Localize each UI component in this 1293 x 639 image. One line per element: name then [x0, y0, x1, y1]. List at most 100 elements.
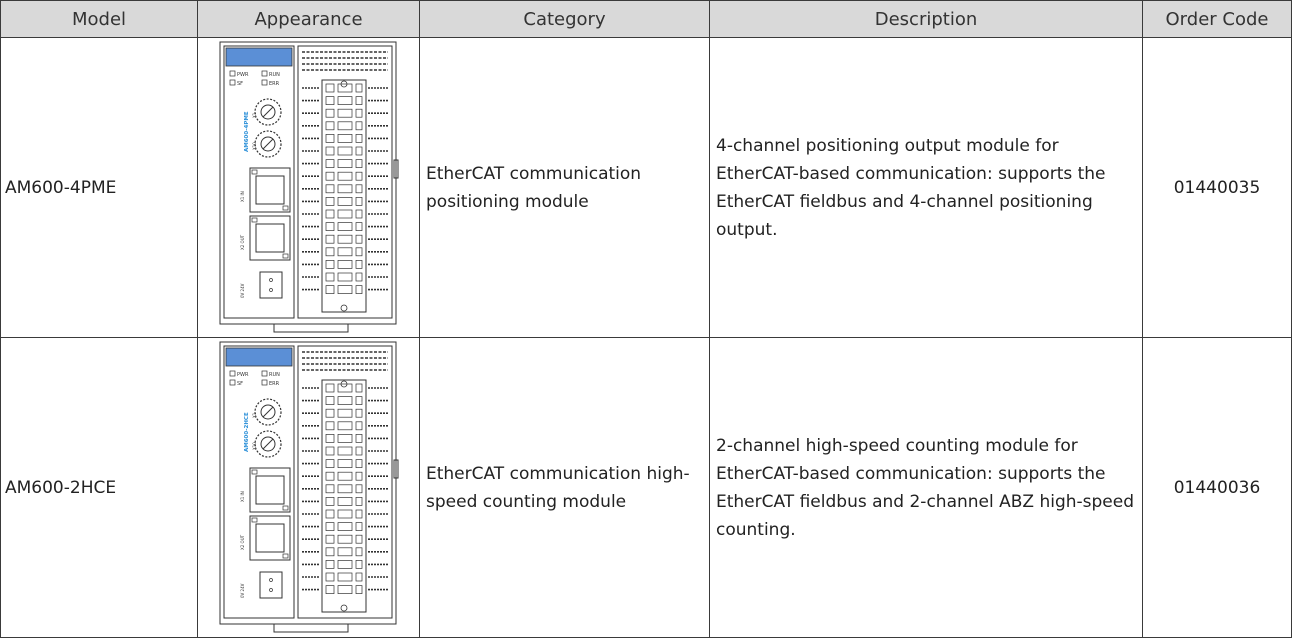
terminal-clamp: [337, 222, 352, 231]
rotary-arrow: [262, 106, 273, 118]
switch-label-x10: X10: [252, 442, 257, 450]
terminal-clamp: [337, 184, 352, 194]
terminal-clamp: [337, 497, 352, 506]
terminal-clamp: [337, 446, 352, 456]
terminal-screw: [325, 560, 334, 569]
module-foot: [273, 623, 348, 633]
terminal-screw: [355, 83, 362, 93]
terminal-screw: [355, 446, 362, 456]
model-cell: AM600-2HCE: [0, 337, 198, 638]
terminal-screw: [325, 171, 334, 181]
terminal-screw: [355, 497, 362, 506]
ethernet-jack: [255, 475, 284, 505]
terminal-screw: [355, 408, 362, 418]
ethernet-jack: [255, 523, 284, 553]
port-label: X2 OUT: [240, 534, 245, 550]
power-connector: [259, 271, 282, 299]
terminal-screw: [355, 534, 362, 544]
led-label: SF: [237, 381, 243, 387]
terminal-screw: [325, 522, 334, 531]
terminal-screw: [325, 260, 334, 269]
terminal-screw: [325, 285, 334, 294]
terminal-mount-hole: [340, 304, 347, 312]
switch-label-x10: X10: [252, 142, 257, 150]
rotary-switch: [253, 398, 282, 426]
power-pin: [268, 588, 273, 592]
rotary-knob: [260, 404, 275, 420]
rotary-switch: [253, 430, 282, 458]
terminal-screw: [355, 471, 362, 481]
terminal-screw: [355, 560, 362, 569]
terminal-screw: [325, 459, 334, 468]
ethernet-jack: [255, 223, 284, 253]
terminal-screw: [325, 585, 334, 594]
port-led: [251, 169, 257, 175]
terminal-screw: [325, 146, 334, 156]
terminal-screw: [355, 585, 362, 594]
rotary-switch: [253, 98, 282, 126]
led-indicator: [261, 370, 267, 377]
terminal-clamp: [337, 522, 352, 531]
led-indicator: [229, 379, 235, 386]
switch-label-x1: X1: [252, 112, 257, 118]
order-code-cell: 01440035: [1142, 37, 1292, 338]
led-label: PWR: [237, 372, 249, 378]
port-led: [251, 469, 257, 475]
terminal-screw: [355, 484, 362, 494]
terminal-screw: [355, 383, 362, 393]
module-brand-text: AM600-4PME: [244, 111, 250, 152]
label-window: [225, 47, 292, 67]
terminal-screw: [325, 408, 334, 418]
ethernet-port: [249, 515, 290, 561]
rotary-arrow: [262, 406, 273, 418]
header-appearance: Appearance: [197, 0, 420, 38]
terminal-clamp: [337, 260, 352, 269]
ethernet-port: [249, 215, 290, 261]
terminal-clamp: [337, 146, 352, 156]
power-pin: [268, 278, 273, 282]
terminal-screw: [355, 509, 362, 519]
module-foot: [273, 323, 348, 333]
port-led: [251, 217, 257, 223]
description-cell: 4-channel positioning output module for …: [709, 37, 1143, 338]
terminal-block: [321, 379, 366, 613]
terminal-screw: [325, 247, 334, 257]
port-label: X1 IN: [240, 191, 245, 202]
terminal-screw: [325, 197, 334, 206]
terminal-screw: [355, 146, 362, 156]
label-window: [225, 347, 292, 367]
terminal-screw: [325, 547, 334, 557]
terminal-panel: [297, 45, 392, 319]
led-indicator: [261, 79, 267, 86]
terminal-clamp: [337, 171, 352, 181]
terminal-clamp: [337, 121, 352, 131]
port-label: X1 IN: [240, 491, 245, 502]
module-brand-text: AM600-2HCE: [244, 412, 250, 452]
led-indicator: [229, 79, 235, 86]
terminal-screw: [325, 134, 334, 143]
terminal-clamp: [337, 547, 352, 557]
terminal-clamp: [337, 83, 352, 93]
terminal-clamp: [337, 383, 352, 393]
terminal-screw: [355, 260, 362, 269]
terminal-clamp: [337, 408, 352, 418]
rotary-knob: [260, 104, 275, 120]
terminal-mount-hole: [340, 380, 347, 388]
terminal-screw: [355, 209, 362, 219]
power-label: 0V 24V: [240, 583, 245, 598]
terminal-clamp: [337, 396, 352, 405]
category-cell: EtherCAT communication positioning modul…: [419, 37, 710, 338]
terminal-screw: [325, 572, 334, 582]
led-label: SF: [237, 81, 243, 87]
module-latch: [393, 459, 398, 479]
power-pin: [268, 578, 273, 582]
terminal-screw: [355, 234, 362, 244]
led-indicator: [261, 379, 267, 386]
terminal-clamp: [337, 134, 352, 143]
terminal-screw: [325, 434, 334, 443]
rotary-knob: [260, 436, 275, 452]
